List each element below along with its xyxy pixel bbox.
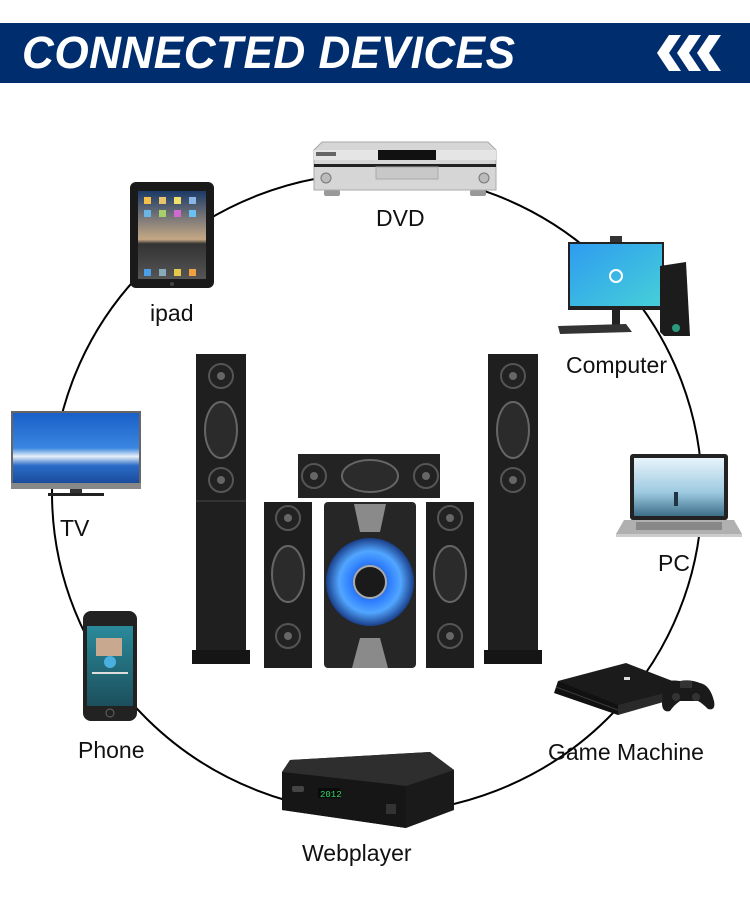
device-label-ipad: ipad [150,300,194,326]
device-label-phone: Phone [78,737,145,763]
device-label-tv: TV [60,515,90,541]
device-label-dvd: DVD [376,205,425,231]
game-console-icon [554,663,715,715]
tv-icon [11,411,141,496]
triple-chevron-left-icon [657,35,721,71]
device-label-webplayer: Webplayer [302,840,412,866]
webplayer-display: 2012 [320,790,342,800]
home-theater-speaker-system [192,354,542,668]
device-label-computer: Computer [566,352,667,378]
page-title: CONNECTED DEVICES [22,27,516,78]
desktop-computer-icon [558,236,690,336]
phone-icon [83,611,137,721]
device-label-pc: PC [658,550,690,576]
tablet-icon [130,182,214,288]
dvd-player-icon [313,141,497,196]
set-top-box-icon: 2012 [282,752,454,828]
laptop-icon [616,454,742,537]
device-label-game-machine: Game Machine [548,739,704,765]
header-banner: CONNECTED DEVICES [0,23,750,83]
